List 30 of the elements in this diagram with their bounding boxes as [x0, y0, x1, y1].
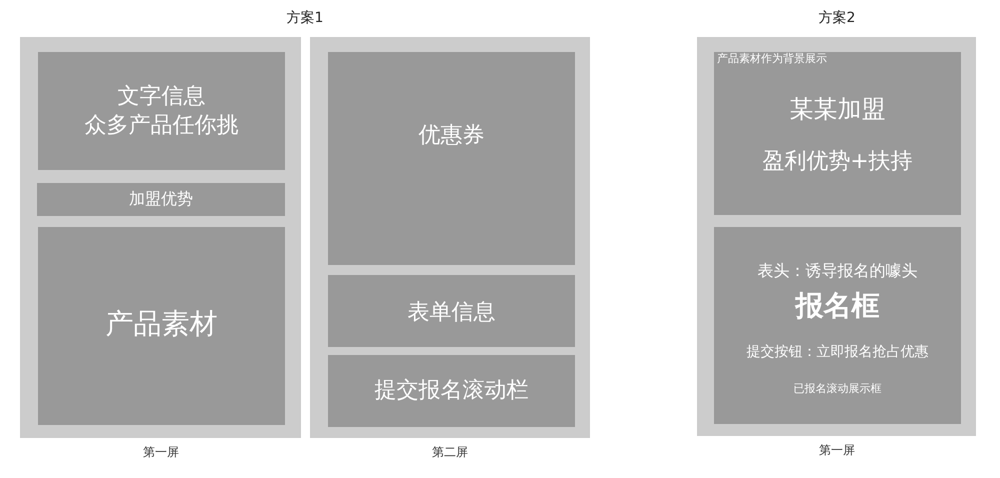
- content-block: [38, 227, 285, 425]
- block-text: 优惠券: [418, 123, 484, 148]
- scheme-heading: 方案2: [818, 10, 856, 26]
- screen-caption: 第二屏: [432, 446, 468, 460]
- scheme-heading: 方案1: [286, 10, 324, 26]
- block-text: 已报名滚动展示框: [794, 383, 882, 396]
- block-text: 表单信息: [408, 300, 496, 326]
- screen-frame: [697, 37, 976, 436]
- content-block: [714, 52, 961, 215]
- content-block: [328, 52, 575, 265]
- block-text: 加盟优势: [129, 190, 193, 208]
- content-block: [714, 227, 961, 424]
- content-block: [328, 275, 575, 347]
- block-text: 报名框: [796, 290, 880, 322]
- block-text: 产品素材作为背景展示: [717, 53, 827, 66]
- screen-caption: 第一屏: [819, 444, 855, 458]
- block-text: 众多产品任你挑: [84, 113, 238, 138]
- content-block: [38, 52, 285, 170]
- block-text: 提交报名滚动栏: [374, 378, 528, 404]
- screen-frame: [310, 37, 590, 438]
- block-text: 盈利优势+扶持: [762, 149, 913, 174]
- screen-caption: 第一屏: [143, 446, 179, 460]
- block-text: 文字信息: [118, 84, 206, 110]
- block-text: 某某加盟: [790, 96, 886, 124]
- content-block: [37, 183, 285, 216]
- content-block: [328, 355, 575, 427]
- screen-frame: [20, 37, 301, 438]
- block-text: 提交按钮：立即报名抢占优惠: [746, 344, 928, 360]
- block-text: 产品素材: [106, 308, 218, 340]
- block-text: 表头：诱导报名的噱头: [758, 262, 918, 280]
